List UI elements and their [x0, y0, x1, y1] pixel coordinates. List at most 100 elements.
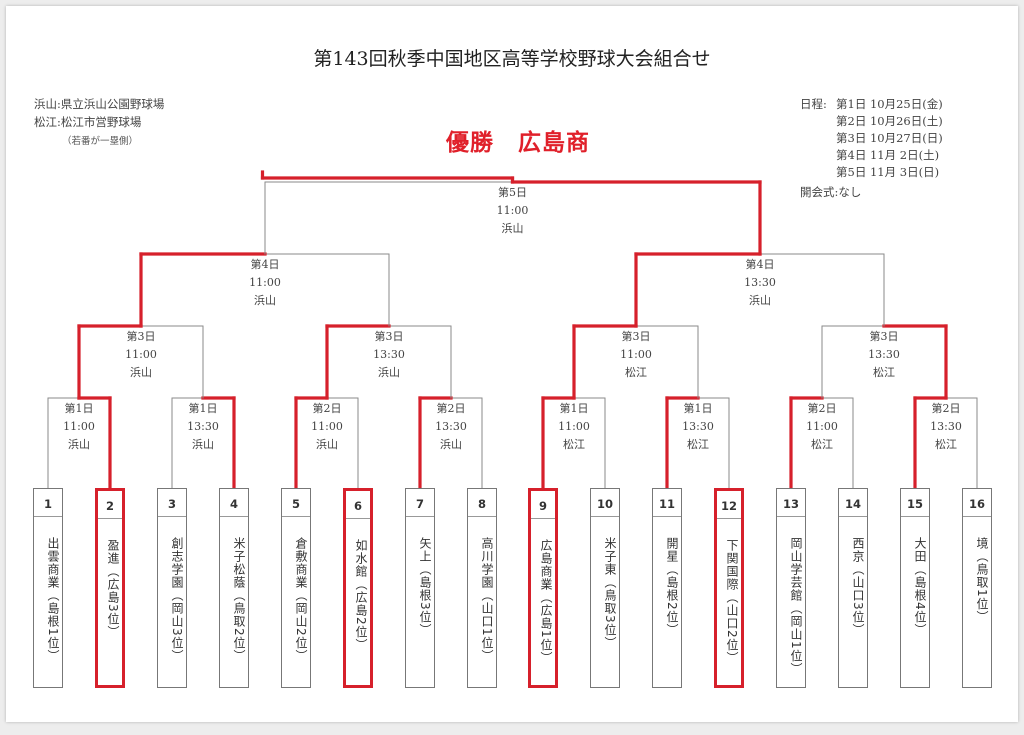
team-name: 境（鳥取1位）	[975, 537, 989, 624]
qf-match-3-day: 第3日	[621, 330, 651, 343]
schedule-day2: 第2日 10月26日(土)	[836, 114, 943, 128]
team-box-12: 12 下関国際（山口2位）	[714, 488, 744, 688]
team-number: 8	[477, 497, 486, 511]
team-name: 開星（島根2位）	[665, 537, 679, 637]
team-number: 9	[538, 499, 547, 513]
qf-match-2-day: 第3日	[374, 330, 404, 343]
opening-ceremony: 開会式:なし	[800, 185, 862, 199]
team-number: 2	[105, 499, 114, 513]
r1-match-4-info: 第2日 13:30 浜山	[411, 400, 491, 454]
team-number: 5	[291, 497, 300, 511]
final-match-1-venue: 浜山	[501, 222, 524, 235]
schedule-day5: 第5日 11月 3日(日)	[836, 165, 940, 179]
r1-match-8-day: 第2日	[931, 402, 961, 415]
team-name: 広島商業（広島1位）	[539, 539, 553, 665]
sf-match-2-venue: 浜山	[749, 294, 771, 307]
team-number: 12	[720, 499, 737, 513]
team-name: 米子東（鳥取3位）	[603, 537, 617, 650]
team-number: 14	[844, 497, 861, 511]
qf-match-3-time: 11:00	[620, 348, 652, 361]
qf-match-1-day: 第3日	[126, 330, 156, 343]
team-name: 米子松蔭（鳥取2位）	[232, 537, 246, 663]
team-number: 15	[906, 497, 923, 511]
page-title: 第143回秋季中国地区高等学校野球大会組合せ	[313, 48, 711, 70]
r1-match-4-time: 13:30	[435, 420, 467, 433]
schedule-day3: 第3日 10月27日(日)	[836, 131, 943, 145]
team-name: 西京（山口3位）	[851, 537, 865, 637]
r1-match-5-day: 第1日	[559, 402, 589, 415]
r1-match-2-info: 第1日 13:30 浜山	[163, 400, 243, 454]
schedule-label: 日程:	[800, 97, 827, 111]
qf-match-3-venue: 松江	[625, 366, 647, 379]
qf-match-4-time: 13:30	[868, 348, 900, 361]
team-divider	[220, 516, 248, 517]
team-box-4: 4 米子松蔭（鳥取2位）	[219, 488, 249, 688]
team-box-2: 2 盈進（広島3位）	[95, 488, 125, 688]
venue-matsue: 松江:松江市営野球場	[34, 115, 142, 129]
schedule-day1: 第1日 10月25日(金)	[836, 97, 943, 111]
team-divider	[282, 516, 310, 517]
r1-match-6-venue: 松江	[687, 438, 709, 451]
r1-match-7-time: 11:00	[806, 420, 838, 433]
team-divider	[98, 518, 122, 519]
r1-match-1-time: 11:00	[63, 420, 95, 433]
qf-match-4-day: 第3日	[869, 330, 899, 343]
r1-match-6-day: 第1日	[683, 402, 713, 415]
team-box-13: 13 岡山学芸館（岡山1位）	[776, 488, 806, 688]
team-name: 岡山学芸館（岡山1位）	[789, 537, 803, 676]
team-number: 11	[658, 497, 675, 511]
team-box-14: 14 西京（山口3位）	[838, 488, 868, 688]
tournament-sheet: 第143回秋季中国地区高等学校野球大会組合せ 浜山:県立浜山公園野球場 松江:松…	[6, 6, 1018, 722]
team-box-11: 11 開星（島根2位）	[652, 488, 682, 688]
team-divider	[406, 516, 434, 517]
r1-match-3-day: 第2日	[312, 402, 342, 415]
team-box-10: 10 米子東（鳥取3位）	[590, 488, 620, 688]
team-number: 16	[968, 497, 985, 511]
r1-match-2-venue: 浜山	[192, 438, 214, 451]
qf-match-3-info: 第3日 11:00 松江	[596, 328, 676, 382]
sf-match-1-time: 11:00	[249, 276, 281, 289]
r1-match-1-day: 第1日	[64, 402, 94, 415]
r1-match-8-venue: 松江	[935, 438, 957, 451]
bracket-lines	[47, 170, 978, 490]
team-divider	[963, 516, 991, 517]
r1-match-7-venue: 松江	[811, 438, 833, 451]
team-divider	[901, 516, 929, 517]
qf-match-1-venue: 浜山	[130, 366, 152, 379]
team-name: 高川学園（山口1位）	[480, 537, 494, 663]
qf-match-1-info: 第3日 11:00 浜山	[101, 328, 181, 382]
team-name: 如水館（広島2位）	[354, 539, 368, 652]
team-divider	[158, 516, 186, 517]
schedule-day4: 第4日 11月 2日(土)	[836, 148, 940, 162]
team-box-8: 8 高川学園（山口1位）	[467, 488, 497, 688]
champion-banner: 優勝 広島商	[446, 130, 590, 156]
team-number: 4	[229, 497, 238, 511]
team-number: 1	[43, 497, 52, 511]
team-name: 盈進（広島3位）	[106, 539, 120, 639]
qf-match-1-time: 11:00	[125, 348, 157, 361]
r1-match-4-venue: 浜山	[440, 438, 462, 451]
team-number: 13	[782, 497, 799, 511]
r1-match-2-time: 13:30	[187, 420, 219, 433]
team-divider	[839, 516, 867, 517]
seed-note: （若番が一塁側）	[62, 136, 139, 147]
team-box-15: 15 大田（島根4位）	[900, 488, 930, 688]
team-box-16: 16 境（鳥取1位）	[962, 488, 992, 688]
team-name: 下関国際（山口2位）	[725, 539, 739, 665]
team-name: 大田（島根4位）	[913, 537, 927, 637]
team-number: 10	[596, 497, 613, 511]
team-box-9: 9 広島商業（広島1位）	[528, 488, 558, 688]
r1-match-4-day: 第2日	[436, 402, 466, 415]
qf-match-4-venue: 松江	[873, 366, 895, 379]
r1-match-6-time: 13:30	[682, 420, 714, 433]
team-number: 3	[167, 497, 176, 511]
team-divider	[777, 516, 805, 517]
r1-match-2-day: 第1日	[188, 402, 218, 415]
team-name: 矢上（島根3位）	[418, 537, 432, 637]
